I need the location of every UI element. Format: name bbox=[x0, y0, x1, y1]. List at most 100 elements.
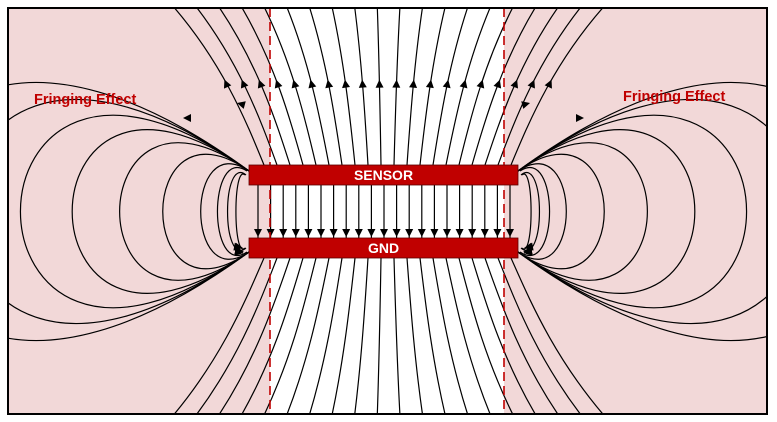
arrowhead-fringe-top bbox=[521, 101, 530, 109]
field-line-bottom bbox=[286, 257, 330, 414]
arrowhead-down bbox=[455, 229, 464, 237]
fringe-loop-right bbox=[517, 114, 748, 309]
field-line-bottom bbox=[497, 257, 582, 414]
arrowhead-up bbox=[342, 79, 350, 89]
field-line-top bbox=[471, 8, 536, 166]
field-line-bottom bbox=[393, 257, 401, 414]
field-line-top bbox=[309, 8, 343, 166]
field-line-bottom bbox=[471, 257, 536, 414]
arrowhead-up bbox=[544, 79, 552, 89]
field-line-top bbox=[445, 8, 491, 166]
figure-frame bbox=[7, 7, 768, 415]
arrowhead-down bbox=[430, 229, 439, 237]
field-line-bottom bbox=[445, 257, 491, 414]
field-line-bottom bbox=[419, 257, 446, 414]
field-line-top bbox=[331, 8, 356, 166]
fringe-loop-right bbox=[517, 163, 567, 260]
ground-plate bbox=[248, 237, 519, 259]
fringe-loop-right bbox=[517, 82, 767, 341]
fringe-loop-left bbox=[119, 142, 250, 281]
arrowhead-fringe-top bbox=[576, 114, 584, 122]
field-line-top bbox=[241, 8, 304, 166]
fringe-loop-right bbox=[517, 129, 696, 294]
arrowhead-up bbox=[425, 79, 434, 89]
arrowhead-up bbox=[409, 79, 418, 88]
field-line-bottom bbox=[241, 257, 304, 414]
fringe-loop-left bbox=[162, 153, 250, 270]
arrowhead-down bbox=[254, 229, 262, 237]
arrowhead-down bbox=[493, 229, 502, 237]
sensor-plate-label: SENSOR bbox=[354, 167, 413, 183]
arrowhead-fringe-top bbox=[237, 101, 246, 109]
fringe-loop-left bbox=[71, 129, 250, 294]
fringing-region-right bbox=[504, 8, 767, 414]
arrowhead-up bbox=[510, 79, 519, 89]
arrowhead-up bbox=[358, 79, 367, 88]
arrowhead-up bbox=[442, 79, 451, 89]
field-line-top bbox=[510, 8, 604, 166]
arrowhead-up bbox=[274, 79, 283, 89]
arrowhead-fringe bbox=[524, 247, 533, 256]
arrowhead-up bbox=[223, 79, 232, 89]
fringe-loop-right bbox=[519, 167, 551, 256]
arrowhead-up bbox=[392, 79, 401, 88]
field-line-top bbox=[376, 8, 382, 166]
arrowhead-down bbox=[279, 229, 288, 237]
arrowhead-down bbox=[367, 229, 376, 237]
field-line-top bbox=[354, 8, 369, 166]
field-line-bottom bbox=[432, 257, 469, 414]
sensor-plate bbox=[248, 164, 519, 186]
field-line-bottom bbox=[309, 257, 343, 414]
field-line-top bbox=[484, 8, 559, 166]
field-line-top bbox=[196, 8, 278, 166]
arrowhead-up bbox=[308, 79, 317, 89]
fringing-effect-label-left: Fringing Effect bbox=[34, 92, 136, 108]
field-line-bottom bbox=[458, 257, 514, 414]
arrowhead-up bbox=[257, 79, 266, 89]
arrowhead-down bbox=[342, 229, 351, 237]
field-line-bottom bbox=[376, 257, 382, 414]
fringing-effect-label-right: Fringing Effect bbox=[623, 89, 725, 105]
arrowhead-fringe-top bbox=[183, 114, 191, 122]
arrowhead-down bbox=[317, 229, 325, 237]
field-arrowheads bbox=[183, 79, 584, 256]
arrowhead-down bbox=[506, 229, 514, 237]
field-line-bottom bbox=[354, 257, 369, 414]
arrowhead-up bbox=[375, 79, 384, 88]
arrowhead-down bbox=[417, 229, 426, 237]
field-line-top bbox=[432, 8, 469, 166]
fringe-loop-left bbox=[19, 114, 250, 309]
arrowhead-down bbox=[468, 229, 477, 237]
fringe-loop-left bbox=[8, 82, 250, 341]
fringe-loop-left bbox=[216, 167, 248, 256]
fringe-loop-left bbox=[200, 163, 250, 260]
arrowhead-up bbox=[291, 79, 300, 89]
field-line-bottom bbox=[510, 257, 604, 414]
field-line-top bbox=[286, 8, 330, 166]
arrowhead-up bbox=[240, 79, 249, 89]
arrowhead-up bbox=[476, 79, 485, 89]
arrowhead-down bbox=[443, 229, 451, 237]
field-line-top bbox=[393, 8, 401, 166]
fringe-loop-left bbox=[8, 99, 250, 324]
fringe-loop-right bbox=[517, 153, 605, 270]
fringe-loop-right bbox=[517, 142, 648, 281]
arrowhead-down bbox=[329, 229, 338, 237]
field-line-bottom bbox=[331, 257, 356, 414]
fringing-region-left bbox=[8, 8, 270, 414]
field-line-top bbox=[406, 8, 424, 166]
field-line-bottom bbox=[173, 257, 265, 414]
arrowhead-down bbox=[405, 229, 414, 237]
arrowhead-up bbox=[459, 79, 468, 89]
arrowhead-down bbox=[354, 229, 363, 237]
field-line-bottom bbox=[196, 257, 278, 414]
field-line-top bbox=[458, 8, 514, 166]
ground-plate-label: GND bbox=[368, 240, 399, 256]
field-line-bottom bbox=[406, 257, 424, 414]
arrowhead-fringe bbox=[234, 247, 243, 256]
arrowhead-up bbox=[493, 79, 502, 89]
field-line-bottom bbox=[218, 257, 291, 414]
arrowhead-down bbox=[392, 229, 401, 237]
field-line-top bbox=[263, 8, 317, 166]
field-line-bottom bbox=[263, 257, 317, 414]
